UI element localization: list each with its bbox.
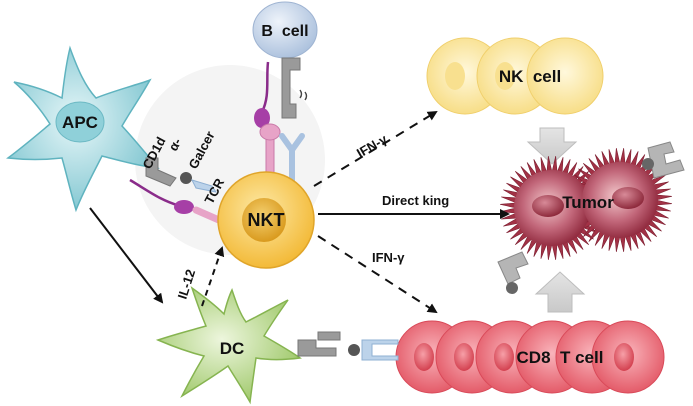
tumor-label: Tumor [562, 193, 614, 212]
b-cell-label: B cell [261, 23, 308, 40]
apc-label: APC [62, 113, 98, 132]
tumor-molecule-top-right [642, 141, 685, 179]
nkt-label: NKT [248, 210, 285, 230]
dc-label: DC [220, 339, 245, 358]
apc-to-dc-arrow [89, 207, 164, 304]
ifn-gamma-bottom-label: IFN-γ [372, 250, 405, 265]
tumor-cluster: Tumor [500, 148, 672, 260]
nk-to-tumor-gray-arrow [526, 127, 578, 165]
nkt-tcr-top [259, 123, 281, 181]
nkt-to-nk-arrow [313, 110, 438, 187]
nk-cell-cluster: NK cell [426, 37, 604, 115]
nkt-to-cd8-arrow [317, 235, 438, 314]
nk-cell-label: NK cell [499, 67, 561, 86]
cd1d-molecule-b-cell [281, 57, 308, 119]
tumor-molecule-bottom-left [497, 251, 529, 294]
dc-cell: DC [155, 286, 302, 405]
ifn-gamma-top-label: IFN-γ [354, 131, 390, 161]
nkt-cell: NKT [217, 171, 315, 269]
cd1d-complex-apc [145, 157, 218, 193]
b-cell-receptor [254, 61, 270, 128]
cd8-to-tumor-gray-arrow [534, 271, 586, 313]
cd8-t-cell-label: CD8 T cell [517, 348, 604, 367]
dc-cd8-molecule-complex [297, 331, 399, 361]
nkt-blue-receptor [279, 133, 305, 185]
cd8-t-cell-cluster: CD8 T cell [395, 320, 665, 394]
apc-cell: APC [6, 45, 160, 213]
b-cell: B cell [252, 1, 318, 59]
direct-killing-label: Direct king [382, 193, 449, 208]
